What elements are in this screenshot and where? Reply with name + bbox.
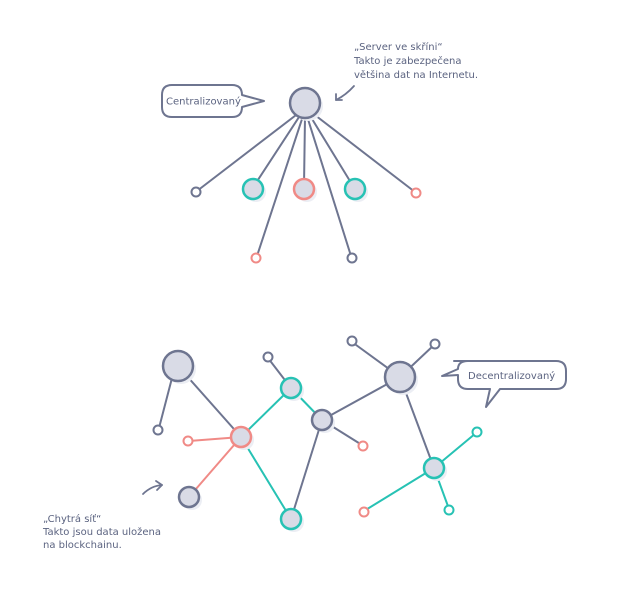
leaf-node [152,424,164,436]
edge [290,419,323,520]
leaf-node [346,335,358,347]
edge [306,115,352,257]
centralized-network: Centralizovaný „Server ve skříni“ Takto … [161,41,478,264]
decentralized-edges-coral [188,436,242,498]
leaf-node [262,351,274,363]
arrow-icon [335,85,355,101]
caption-line: „Chytrá síť“ [43,513,101,525]
coral-node [292,177,317,202]
leaf-node [429,338,441,350]
edge [253,113,302,187]
caption-line: „Server ve skříni“ [354,41,443,53]
leaf-node [250,252,262,264]
centralized-edges [196,111,416,257]
teal-node [279,507,304,532]
edge [363,467,435,512]
leaf-node [182,435,194,447]
coral-node [229,425,254,450]
slate-node-large [161,349,196,384]
teal-node [241,177,266,202]
caption-line: Takto je zabezpečena [353,55,461,67]
centralized-bubble: Centralizovaný [161,84,265,118]
decentralized-bubble-label: Decentralizovaný [468,370,555,382]
leaf-node [471,426,483,438]
hub-node [288,86,323,121]
caption-line: na blockchainu. [43,540,122,551]
edge [196,111,301,192]
leaf-node [443,504,455,516]
decentralized-network: Decentralizovaný „Chytrá síť“ Takto jsou… [42,335,567,551]
caption-line: Takto jsou data uložena [42,526,161,538]
edge [188,436,242,498]
caption-line: většina dat na Internetu. [354,69,478,81]
teal-node [279,376,304,401]
centralized-bubble-label: Centralizovaný [166,96,241,108]
leaf-node [190,186,202,198]
leaf-node [357,440,369,452]
slate-node [310,408,335,433]
edge [240,387,292,438]
arrow-icon [142,484,163,495]
edge [308,113,354,187]
edge [256,115,304,257]
edge [310,111,416,193]
slate-node-large [383,360,418,395]
decentralized-caption: „Chytrá síť“ Takto jsou data uložena na … [42,513,161,551]
edge [303,116,306,187]
edge [158,377,173,429]
decentralized-edges-teal [240,387,477,520]
arrow-head-icon [335,93,343,101]
teal-node [422,456,447,481]
arrow-head-icon [155,480,163,491]
decentralized-bubble: Decentralizovaný [441,360,567,408]
edge [240,436,292,520]
leaf-node [346,252,358,264]
centralized-caption: „Server ve skříni“ Takto je zabezpečena … [353,41,478,81]
leaf-node [358,506,370,518]
teal-node [343,177,368,202]
leaf-node [410,187,422,199]
slate-node [177,485,202,510]
